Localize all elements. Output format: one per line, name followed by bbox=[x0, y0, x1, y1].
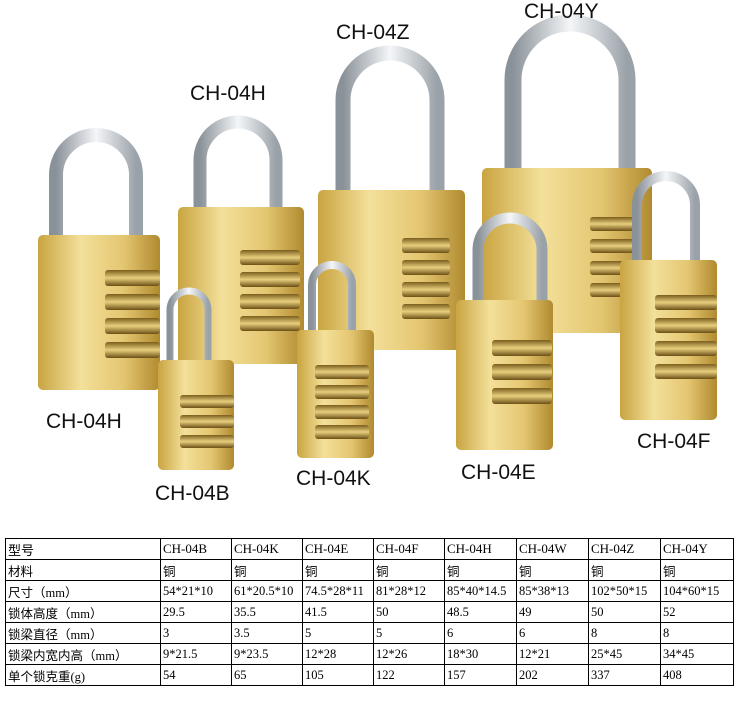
table-cell: 铜 bbox=[231, 559, 303, 581]
table-cell: 铜 bbox=[302, 559, 374, 581]
table-cell: 9*23.5 bbox=[231, 643, 303, 665]
label-ch04b: CH-04B bbox=[155, 482, 230, 505]
header-model: CH-04F bbox=[373, 538, 445, 560]
table-cell: 74.5*28*11 bbox=[302, 580, 374, 602]
header-model: CH-04K bbox=[231, 538, 303, 560]
table-cell: 408 bbox=[660, 664, 734, 686]
table-cell: 8 bbox=[660, 622, 734, 644]
header-model: CH-04Z bbox=[588, 538, 661, 560]
table-cell: 54*21*10 bbox=[160, 580, 232, 602]
table-cell: 52 bbox=[660, 601, 734, 623]
table-cell: 5 bbox=[373, 622, 445, 644]
table-cell: 铜 bbox=[516, 559, 589, 581]
padlock-product-photo bbox=[38, 14, 717, 470]
table-cell: 85*40*14.5 bbox=[444, 580, 517, 602]
table-cell: 50 bbox=[588, 601, 661, 623]
table-row: 锁梁直径（mm） 3 3.5 5 5 6 6 8 8 bbox=[5, 622, 734, 644]
label-ch04k: CH-04K bbox=[296, 467, 371, 490]
header-label: 型号 bbox=[5, 538, 161, 560]
table-cell: 34*45 bbox=[660, 643, 734, 665]
header-model: CH-04E bbox=[302, 538, 374, 560]
table-cell: 铜 bbox=[588, 559, 661, 581]
table-cell: 102*50*15 bbox=[588, 580, 661, 602]
table-row: 材料 铜 铜 铜 铜 铜 铜 铜 铜 bbox=[5, 559, 734, 581]
label-ch04y: CH-04Y bbox=[524, 0, 599, 23]
table-cell: 50 bbox=[373, 601, 445, 623]
table-cell: 41.5 bbox=[302, 601, 374, 623]
table-cell: 8 bbox=[588, 622, 661, 644]
table-cell: 5 bbox=[302, 622, 374, 644]
table-cell: 9*21.5 bbox=[160, 643, 232, 665]
label-ch04f: CH-04F bbox=[637, 430, 711, 453]
header-model: CH-04W bbox=[516, 538, 589, 560]
row-label: 尺寸（mm） bbox=[5, 580, 161, 602]
table-cell: 29.5 bbox=[160, 601, 232, 623]
row-label: 锁体高度（mm） bbox=[5, 601, 161, 623]
table-cell: 54 bbox=[160, 664, 232, 686]
table-cell: 铜 bbox=[444, 559, 517, 581]
table-row: 尺寸（mm） 54*21*10 61*20.5*10 74.5*28*11 81… bbox=[5, 580, 734, 602]
table-cell: 35.5 bbox=[231, 601, 303, 623]
padlock-ch04h-left bbox=[38, 128, 160, 390]
row-label: 锁梁内宽内高（mm） bbox=[5, 643, 161, 665]
table-cell: 202 bbox=[516, 664, 589, 686]
table-cell: 81*28*12 bbox=[373, 580, 445, 602]
table-header-row: 型号 CH-04B CH-04K CH-04E CH-04F CH-04H CH… bbox=[5, 538, 734, 560]
table-cell: 48.5 bbox=[444, 601, 517, 623]
row-label: 单个锁克重(g) bbox=[5, 664, 161, 686]
table-row: 锁体高度（mm） 29.5 35.5 41.5 50 48.5 49 50 52 bbox=[5, 601, 734, 623]
table-cell: 铜 bbox=[160, 559, 232, 581]
padlock-ch04y bbox=[482, 14, 652, 333]
table-cell: 337 bbox=[588, 664, 661, 686]
table-cell: 6 bbox=[444, 622, 517, 644]
table-cell: 铜 bbox=[660, 559, 734, 581]
padlock-ch04k bbox=[297, 261, 374, 458]
table-cell: 12*26 bbox=[373, 643, 445, 665]
label-ch04e: CH-04E bbox=[461, 461, 536, 484]
table-cell: 65 bbox=[231, 664, 303, 686]
table-cell: 157 bbox=[444, 664, 517, 686]
padlock-ch04e bbox=[456, 212, 553, 450]
table-cell: 61*20.5*10 bbox=[231, 580, 303, 602]
table-cell: 104*60*15 bbox=[660, 580, 734, 602]
label-ch04h-top: CH-04H bbox=[190, 82, 266, 105]
table-cell: 12*21 bbox=[516, 643, 589, 665]
row-label: 锁梁直径（mm） bbox=[5, 622, 161, 644]
padlock-ch04z bbox=[318, 45, 465, 350]
table-row: 锁梁内宽内高（mm） 9*21.5 9*23.5 12*28 12*26 18*… bbox=[5, 643, 734, 665]
table-cell: 3.5 bbox=[231, 622, 303, 644]
label-ch04h-left: CH-04H bbox=[46, 410, 122, 433]
table-cell: 49 bbox=[516, 601, 589, 623]
row-label: 材料 bbox=[5, 559, 161, 581]
table-cell: 3 bbox=[160, 622, 232, 644]
table-cell: 25*45 bbox=[588, 643, 661, 665]
table-cell: 85*38*13 bbox=[516, 580, 589, 602]
table-cell: 122 bbox=[373, 664, 445, 686]
table-cell: 12*28 bbox=[302, 643, 374, 665]
header-model: CH-04B bbox=[160, 538, 232, 560]
table-cell: 铜 bbox=[373, 559, 445, 581]
padlock-ch04f bbox=[620, 171, 717, 420]
table-cell: 18*30 bbox=[444, 643, 517, 665]
table-cell: 105 bbox=[302, 664, 374, 686]
header-model: CH-04H bbox=[444, 538, 517, 560]
padlock-ch04h-top bbox=[178, 115, 304, 364]
table-row: 单个锁克重(g) 54 65 105 122 157 202 337 408 bbox=[5, 664, 734, 686]
padlock-ch04b bbox=[158, 287, 234, 470]
header-model: CH-04Y bbox=[660, 538, 734, 560]
table-cell: 6 bbox=[516, 622, 589, 644]
label-ch04z: CH-04Z bbox=[336, 21, 410, 44]
spec-table: 型号 CH-04B CH-04K CH-04E CH-04F CH-04H CH… bbox=[5, 538, 734, 686]
